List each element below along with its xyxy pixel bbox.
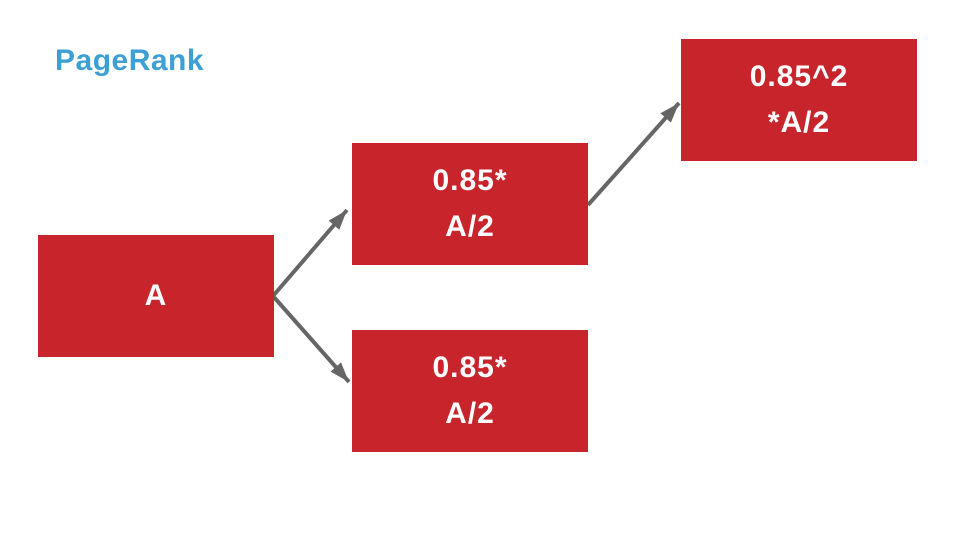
edge-a-to-first-half: [271, 208, 349, 298]
node-second-half-line1: 0.85*: [432, 351, 508, 384]
node-first-half: 0.85* A/2: [352, 143, 588, 265]
page-title: PageRank: [55, 44, 205, 77]
edge-first-half-to-squared: [586, 101, 681, 207]
node-a-label: A: [144, 279, 168, 312]
node-squared-line1: 0.85^2: [749, 60, 849, 93]
node-first-half-line1: 0.85*: [432, 164, 508, 197]
node-second-half: 0.85* A/2: [352, 330, 588, 452]
node-first-half-line2: A/2: [445, 210, 495, 243]
edge-a-to-second-half: [271, 294, 351, 384]
node-squared-line2: *A/2: [767, 106, 831, 139]
node-second-half-line2: A/2: [445, 397, 495, 430]
node-squared: 0.85^2 *A/2: [681, 39, 917, 161]
node-a: A: [38, 235, 274, 357]
